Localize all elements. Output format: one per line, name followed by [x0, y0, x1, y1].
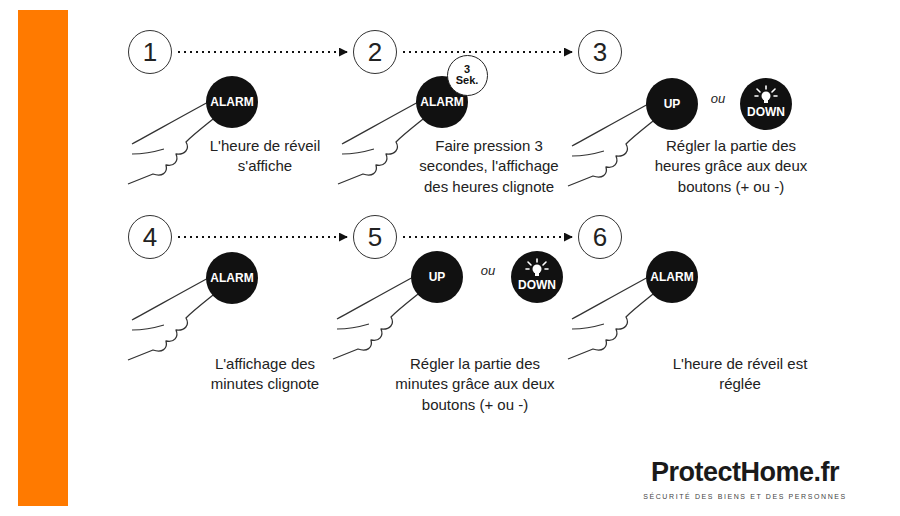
step-number: 4: [128, 215, 172, 259]
device-button: DOWN: [511, 251, 563, 303]
step-caption: Régler la partie des heures grâce aux de…: [644, 136, 819, 197]
device-button: ALARM: [206, 76, 258, 128]
duration-badge: 3 Sek.: [447, 55, 488, 96]
bulb-icon: [525, 258, 549, 278]
or-word: ou: [473, 262, 503, 280]
logo-text: ProtectHome.fr: [625, 458, 865, 488]
step-number: 5: [353, 215, 397, 259]
step-number-text: 3: [593, 37, 607, 68]
dotted-arrow: [403, 51, 572, 53]
dotted-arrow: [178, 51, 347, 53]
dotted-arrow: [178, 236, 347, 238]
button-text: ALARM: [210, 95, 253, 109]
logo-tagline: SÉCURITÉ DES BIENS ET DES PERSONNES: [625, 492, 865, 501]
step-caption: L'heure de réveil est réglée: [665, 354, 815, 395]
step-number: 2: [353, 30, 397, 74]
step-number-text: 6: [593, 222, 607, 253]
device-button: UP: [411, 251, 463, 303]
step-number-text: 2: [368, 37, 382, 68]
step-number: 1: [128, 30, 172, 74]
device-button: ALARM: [646, 251, 698, 303]
step-caption: L'heure de réveil s'affiche: [205, 136, 325, 177]
step-caption: L'affichage des minutes clignote: [190, 354, 340, 395]
button-text: DOWN: [518, 278, 556, 292]
button-text: ALARM: [650, 270, 693, 284]
step-number: 3: [578, 30, 622, 74]
button-text: UP: [664, 97, 681, 111]
bulb-icon: [754, 85, 778, 105]
step-caption: Régler la partie des minutes grâce aux d…: [393, 354, 558, 415]
button-text: UP: [429, 270, 446, 284]
step-number-text: 4: [143, 222, 157, 253]
step-number-text: 5: [368, 222, 382, 253]
button-text: ALARM: [210, 271, 253, 285]
button-text: ALARM: [420, 95, 463, 109]
device-button: UP: [646, 78, 698, 130]
or-word: ou: [703, 90, 733, 108]
device-button: ALARM: [206, 252, 258, 304]
button-text: DOWN: [747, 105, 785, 119]
step-number-text: 1: [143, 37, 157, 68]
step-number: 6: [578, 215, 622, 259]
step-caption: Faire pression 3 secondes, l'affichage d…: [414, 136, 564, 197]
device-button: DOWN: [740, 78, 792, 130]
button-text: 3 Sek.: [454, 64, 480, 86]
dotted-arrow: [403, 236, 572, 238]
orange-bar: [18, 10, 68, 506]
